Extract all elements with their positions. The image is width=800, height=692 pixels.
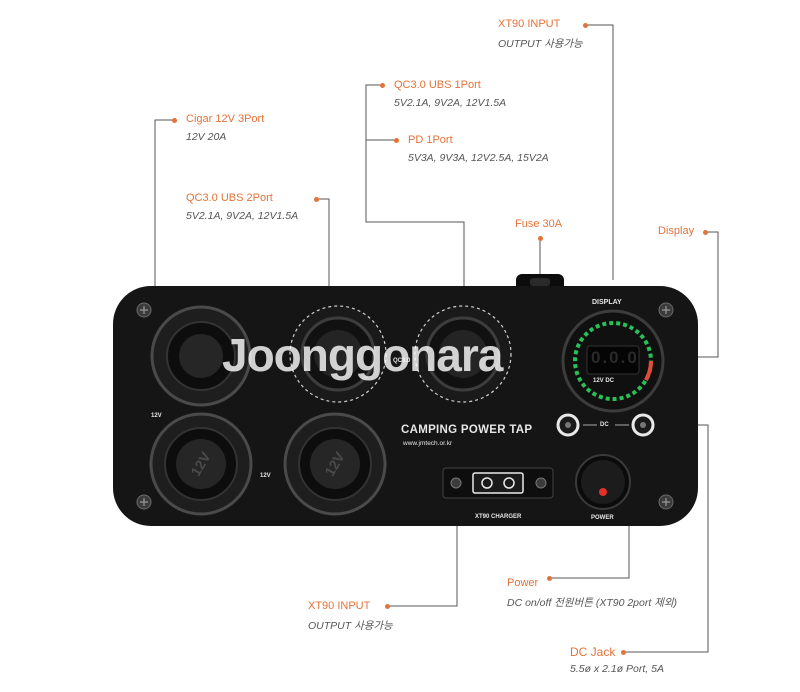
callout-xt90-input-top-desc: OUTPUT 사용가능 xyxy=(498,38,583,50)
callout-dot xyxy=(172,118,177,123)
xt90-charger-port-icon xyxy=(442,467,554,499)
cigar-socket-icon xyxy=(150,305,252,407)
callout-qc30-1port-desc: 5V2.1A, 9V2A, 12V1.5A xyxy=(394,97,507,109)
cigar-socket-icon xyxy=(149,412,253,516)
callout-qc30-2port-title: QC3.0 UBS 2Port xyxy=(186,192,273,204)
display-caption: 12V DC xyxy=(593,378,615,384)
leader-cigar xyxy=(154,119,174,345)
callout-dot xyxy=(385,604,390,609)
leader-xt90-input-top xyxy=(586,24,614,280)
dc-jack-icon xyxy=(556,413,580,437)
display-label: DISPLAY xyxy=(592,299,622,306)
callout-power-desc: DC on/off 전원버튼 (XT90 2port 제외) xyxy=(507,597,678,609)
power-button-icon xyxy=(575,454,631,510)
callout-dot xyxy=(314,197,319,202)
panel-website: www.jmtech.or.kr xyxy=(403,440,453,447)
callout-qc30-2port-desc: 5V2.1A, 9V2A, 12V1.5A xyxy=(186,210,299,222)
callout-dot xyxy=(703,230,708,235)
callout-pd-1port-desc: 5V3A, 9V3A, 12V2.5A, 15V2A xyxy=(408,152,549,164)
callout-dot xyxy=(538,236,543,241)
panel-title: CAMPING POWER TAP xyxy=(401,424,533,436)
callout-xt90-input-bottom-desc: OUTPUT 사용가능 xyxy=(308,620,393,632)
voltage-display xyxy=(561,309,665,413)
callout-dot xyxy=(621,650,626,655)
display-readout: 0.0.0 xyxy=(591,348,639,367)
panel-hardware xyxy=(136,302,674,516)
callout-dot xyxy=(380,83,385,88)
leader-qc30-1port xyxy=(365,84,465,345)
label-12v-middle: 12V xyxy=(260,473,271,479)
callout-fuse-title: Fuse 30A xyxy=(515,218,563,230)
callout-dot xyxy=(583,23,588,28)
watermark: Joonggonara xyxy=(222,329,503,381)
callout-dot xyxy=(394,138,399,143)
callout-qc30-1port-title: QC3.0 UBS 1Port xyxy=(394,79,481,91)
leader-xt90-input-bottom xyxy=(388,508,458,607)
callout-xt90-input-bottom-title: XT90 INPUT xyxy=(308,600,371,612)
callout-pd-1port-title: PD 1Port xyxy=(408,134,453,146)
xt90-charger-label: XT90 CHARGER xyxy=(475,514,522,520)
callout-display-title: Display xyxy=(658,225,695,237)
label-12v-left: 12V xyxy=(151,413,162,419)
callout-cigar-title: Cigar 12V 3Port xyxy=(186,113,265,125)
camping-power-tap-panel: DISPLAY 0.0.0 12V DC QC3.0 12V 12V 12V 1… xyxy=(113,286,698,526)
usb-socket-icon xyxy=(289,305,387,403)
callout-dot xyxy=(547,576,552,581)
fuse-cap xyxy=(530,278,550,286)
power-label: POWER xyxy=(591,515,614,521)
usb-socket-icon xyxy=(414,305,512,403)
callout-xt90-input-top-title: XT90 INPUT xyxy=(498,18,561,30)
callout-dc-jack-desc: 5.5ø x 2.1ø Port, 5A xyxy=(570,663,664,675)
qc-label: QC3.0 xyxy=(393,358,411,364)
callout-power-title: Power xyxy=(507,577,539,589)
dc-label: DC xyxy=(600,422,609,428)
callout-cigar-desc: 12V 20A xyxy=(186,131,227,143)
callout-dc-jack-title: DC Jack xyxy=(570,645,616,659)
dc-jack-icon xyxy=(631,413,655,437)
cigar-socket-icon xyxy=(283,412,387,516)
